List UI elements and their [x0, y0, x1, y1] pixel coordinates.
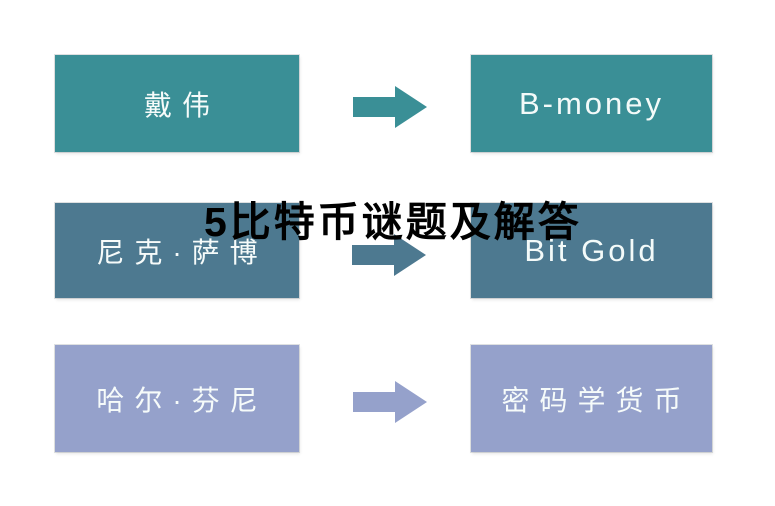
page-title: 5比特币谜题及解答	[204, 199, 582, 245]
right-arrow-shape	[352, 234, 426, 276]
concept-box-row2: Bit Gold	[471, 203, 712, 298]
concept-box-row1: B-money	[471, 55, 712, 152]
person-label: 哈尔·芬尼	[96, 384, 268, 416]
right-arrow-shape	[353, 381, 427, 423]
person-box-row1: 戴伟	[55, 55, 299, 152]
right-arrow-icon	[353, 86, 427, 128]
right-arrow-shape	[353, 86, 427, 128]
concept-label: B-money	[518, 85, 665, 121]
concept-label: 密码学货币	[501, 384, 692, 416]
person-label: 尼克·萨博	[96, 236, 268, 268]
concept-label: Bit Gold	[524, 232, 659, 268]
right-arrow-icon	[353, 381, 427, 423]
person-box-row3: 哈尔·芬尼	[55, 345, 299, 452]
person-label: 戴伟	[143, 89, 220, 121]
concept-box-row3: 密码学货币	[471, 345, 712, 452]
person-box-row2: 尼克·萨博	[55, 203, 299, 298]
right-arrow-icon	[352, 234, 426, 276]
